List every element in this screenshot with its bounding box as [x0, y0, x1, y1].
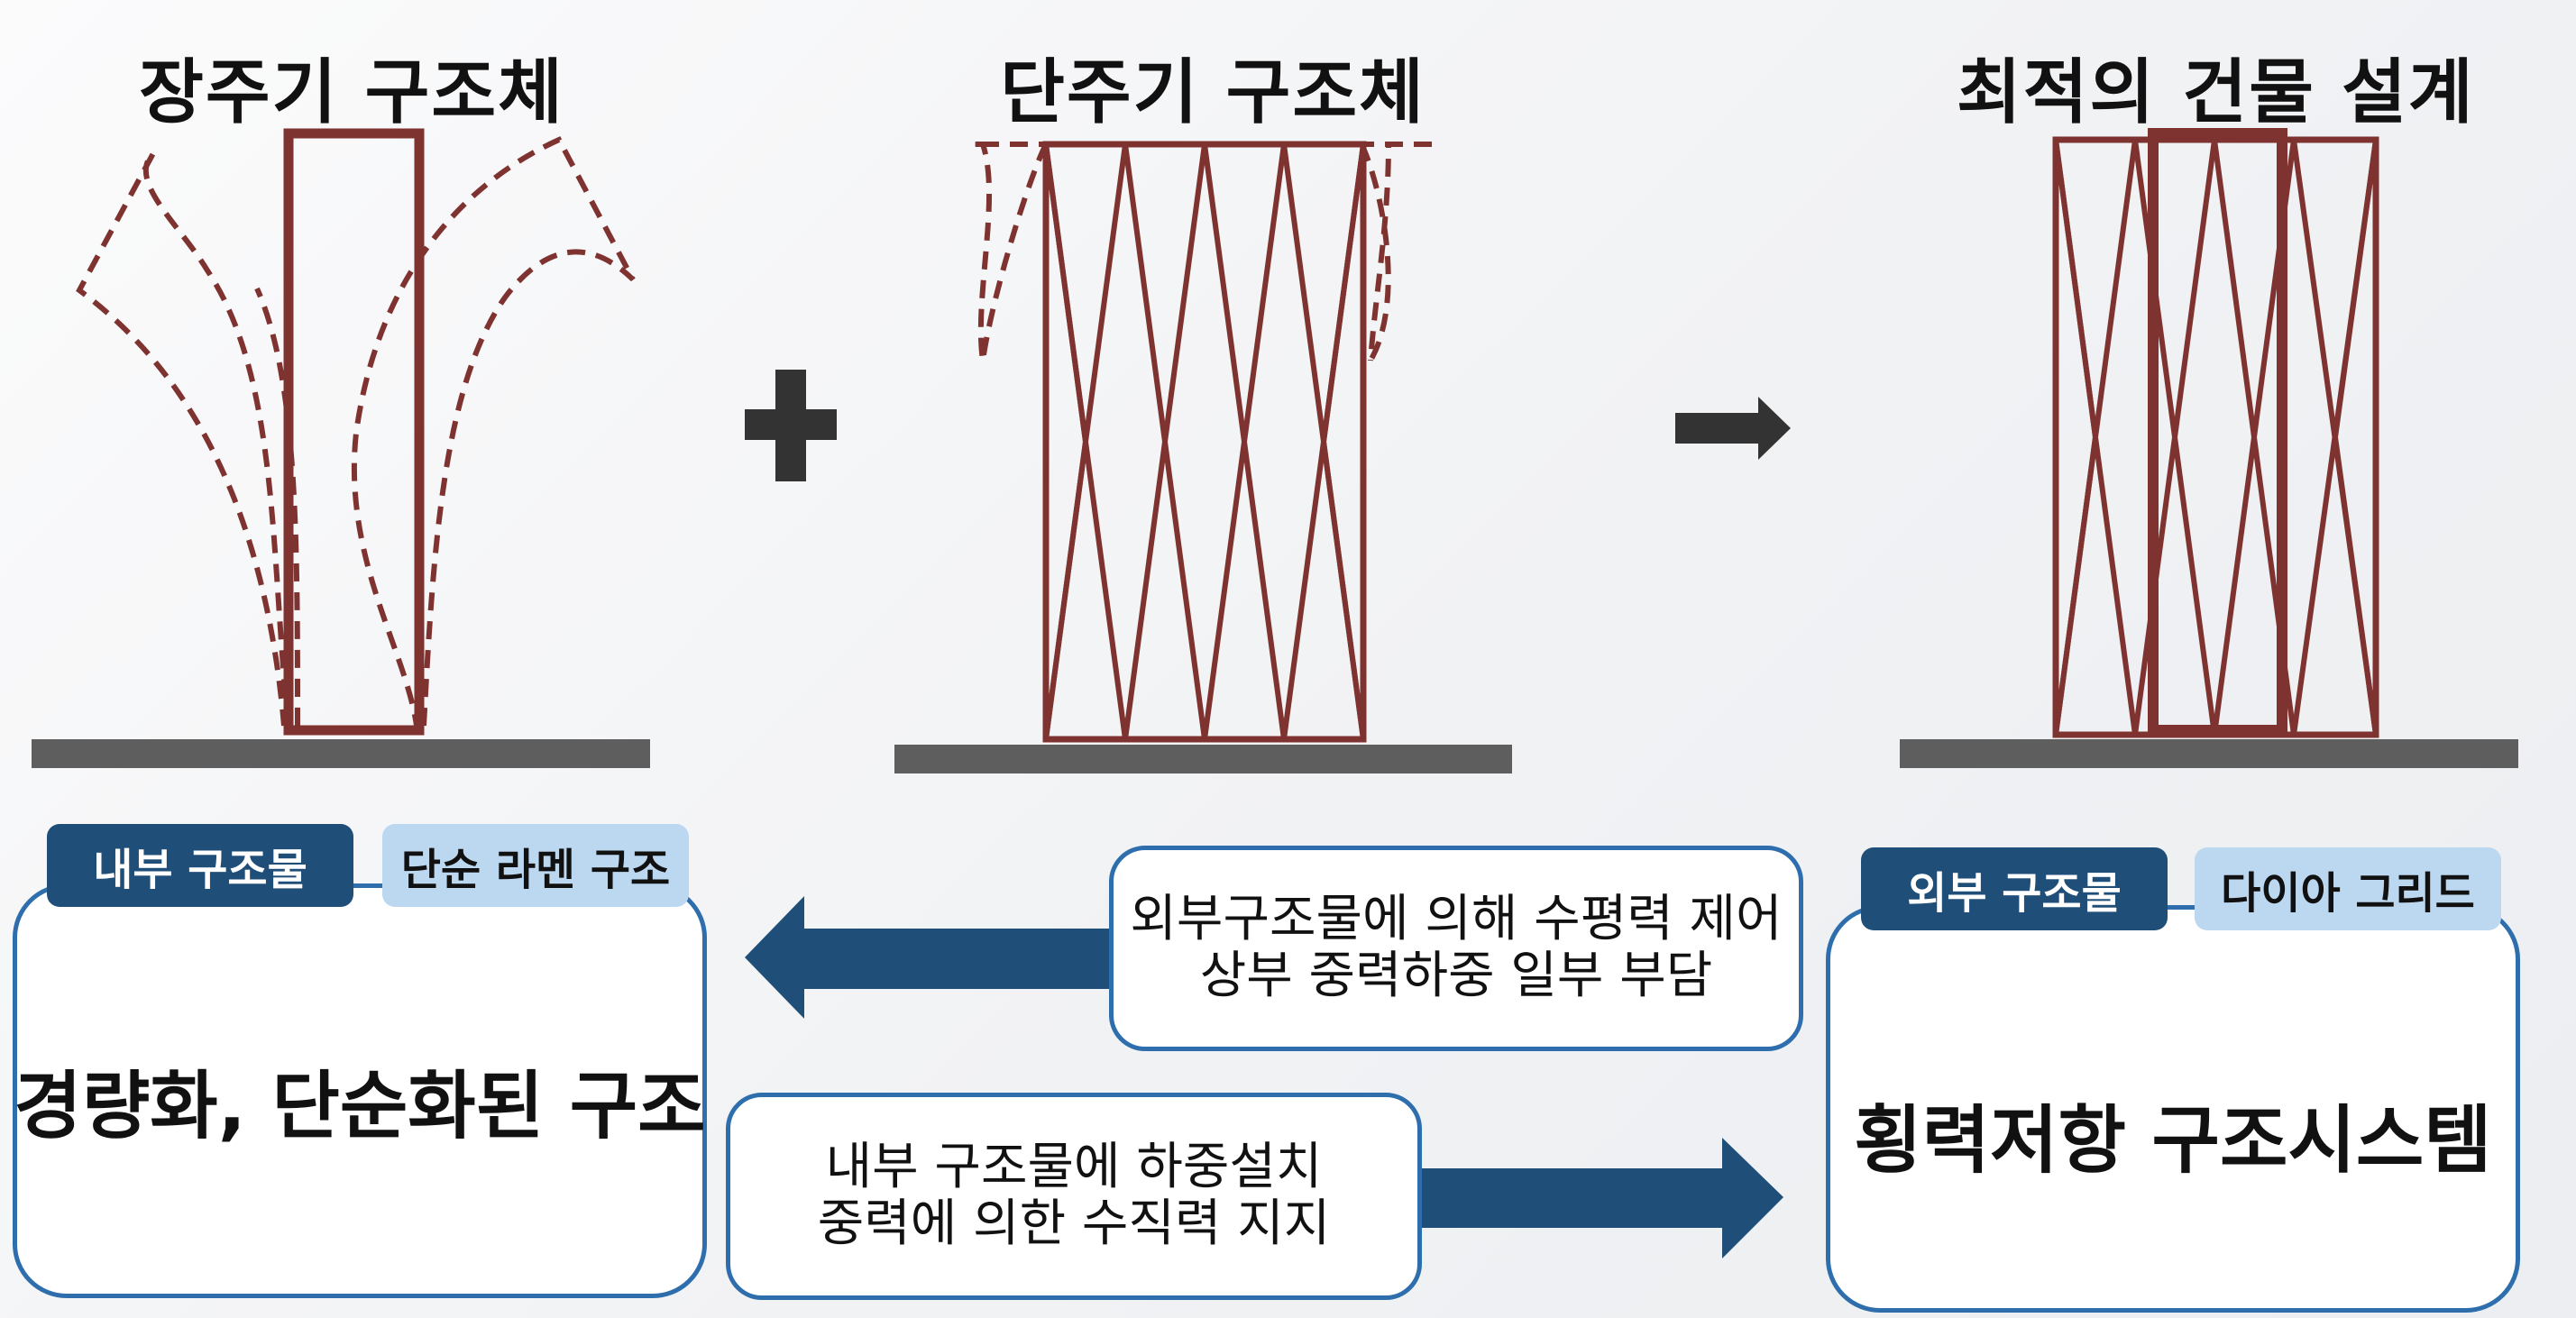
sway-right-outline — [351, 136, 636, 727]
callout-top-line2: 상부 중력하중 일부 부담 — [1199, 947, 1713, 1005]
inner-column-optimal — [2148, 128, 2287, 736]
long-period-structure — [76, 128, 636, 736]
outer-diagrid — [2052, 136, 2379, 738]
optimal-structure — [2052, 128, 2379, 738]
tag-internal-structure: 내부 구조물 — [47, 824, 353, 907]
flare-right — [1359, 142, 1432, 362]
left-panel — [13, 883, 707, 1298]
flare-left — [974, 142, 1049, 362]
inner-column — [283, 128, 425, 736]
diagrid-pattern — [1043, 143, 1366, 740]
left-arrow-icon — [745, 896, 1138, 1019]
tag-simple-rahmen: 단순 라멘 구조 — [382, 824, 689, 907]
tag-external-structure: 외부 구조물 — [1861, 847, 2168, 930]
title-long-period: 장주기 구조체 — [139, 52, 564, 133]
right-panel — [1826, 905, 2520, 1313]
title-optimal-design: 최적의 건물 설계 — [1957, 52, 2475, 133]
sway-left-edge — [254, 287, 300, 727]
title-short-period: 단주기 구조체 — [1000, 52, 1426, 133]
ground-middle — [894, 745, 1512, 773]
diagrid-tube — [1042, 141, 1367, 743]
short-period-structure — [974, 141, 1434, 743]
right-arrow-icon — [1675, 397, 1791, 460]
callout-vertical-force: 내부 구조물에 하중설치 중력에 의한 수직력 지지 — [726, 1093, 1422, 1300]
right-panel-title: 횡력저항 구조시스템 — [1854, 1098, 2492, 1184]
callout-bottom-line2: 중력에 의한 수직력 지지 — [817, 1194, 1331, 1253]
callout-top-line1: 외부구조물에 의해 수평력 제어 — [1130, 890, 1783, 949]
tag-diagrid: 다이아 그리드 — [2195, 847, 2501, 930]
callout-bottom-line1: 내부 구조물에 하중설치 — [825, 1138, 1323, 1197]
right-arrow-icon-large — [1389, 1138, 1783, 1259]
ground-right — [1900, 739, 2518, 768]
sway-left-outline — [76, 151, 291, 727]
outer-diagrid-pattern — [2053, 139, 2379, 736]
ground-left — [32, 739, 650, 768]
plus-icon — [745, 370, 837, 481]
left-panel-title: 경량화, 단순화된 구조 — [14, 1064, 706, 1149]
callout-horizontal-force: 외부구조물에 의해 수평력 제어 상부 중력하중 일부 부담 — [1109, 846, 1803, 1051]
